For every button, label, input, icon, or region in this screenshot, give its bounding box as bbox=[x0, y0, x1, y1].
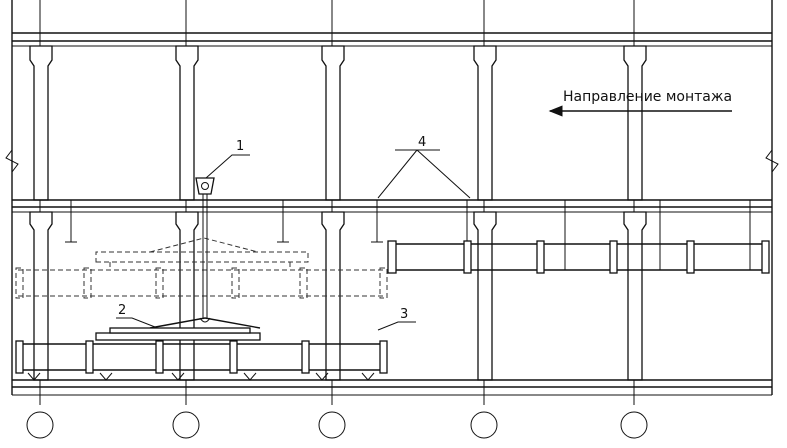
callout-3: 3 bbox=[400, 307, 408, 322]
hanger-supports bbox=[65, 199, 756, 271]
pipeline-on-floor bbox=[15, 340, 388, 381]
mounted-pipeline bbox=[387, 240, 770, 274]
roof-slab bbox=[12, 32, 772, 47]
bottom-slab bbox=[12, 379, 772, 396]
callout-2: 2 bbox=[118, 303, 126, 318]
callout-4: 4 bbox=[418, 135, 426, 150]
grid-axis-markers bbox=[26, 411, 648, 439]
middle-floor-slab bbox=[12, 199, 772, 213]
upper-columns bbox=[29, 45, 647, 201]
direction-label: Направление монтажа bbox=[563, 89, 732, 105]
lifting-device bbox=[95, 177, 261, 341]
frame-edges bbox=[5, 0, 779, 395]
callout-1: 1 bbox=[236, 139, 244, 154]
leader-lines bbox=[116, 149, 471, 331]
lower-columns bbox=[29, 211, 647, 381]
pipeline-lifted-dashed bbox=[15, 237, 388, 299]
